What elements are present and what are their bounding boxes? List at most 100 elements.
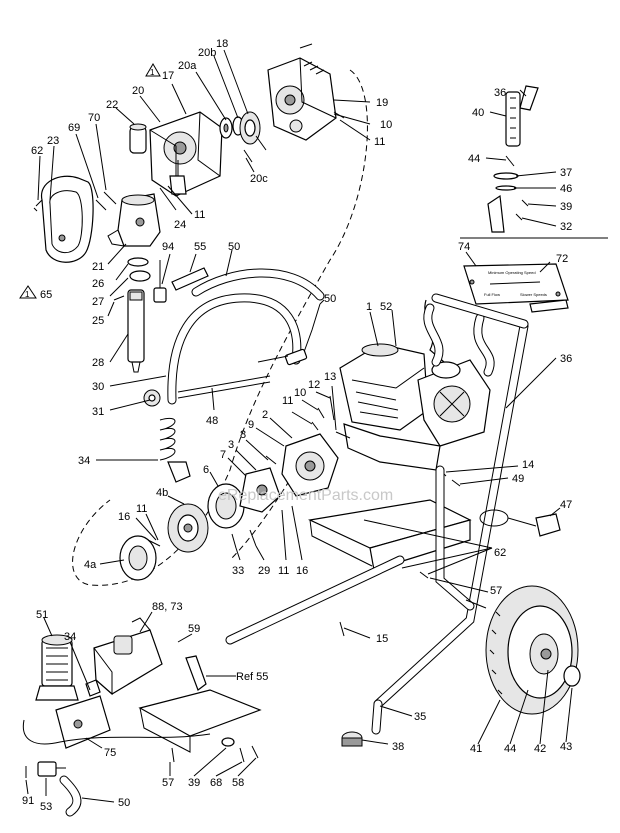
housing-7 — [239, 467, 281, 513]
screw-69 — [95, 199, 107, 211]
screw-10-engine — [317, 407, 325, 419]
gear-housing-20 — [149, 111, 223, 197]
label-28: 28 — [92, 357, 104, 369]
label-33: 33 — [232, 565, 244, 577]
inset-oring-46 — [495, 185, 517, 191]
screw-68 — [239, 747, 245, 763]
hose-30 — [167, 293, 302, 405]
pressure-control-59 — [93, 617, 163, 696]
hub-cap-43 — [563, 665, 581, 687]
screw-62 — [33, 199, 43, 212]
label-88-73: 88, 73 — [152, 601, 183, 613]
screw-29 — [249, 529, 257, 547]
label-1: 1 — [366, 301, 372, 313]
gear-18 — [239, 111, 267, 151]
hose-30-inner — [168, 294, 301, 404]
label-23: 23 — [47, 135, 59, 147]
callout-labels: 62 23 69 70 22 20 17 20a 20b 18 19 10 11… — [22, 38, 572, 813]
label-strip — [529, 299, 569, 313]
label-50-bottom: 50 — [118, 797, 130, 809]
label-31: 31 — [92, 406, 104, 418]
screw-49 — [451, 479, 461, 487]
label-34-bottom: 34 — [64, 631, 76, 643]
pump-group-outline — [72, 69, 368, 586]
fitting-ref55 — [185, 655, 207, 691]
label-47: 47 — [560, 499, 572, 511]
decal-left-caption: Full Flow — [484, 292, 500, 297]
label-43: 43 — [560, 741, 572, 753]
label-11-lower: 11 — [278, 565, 289, 577]
label-11-mid: 11 — [136, 503, 147, 515]
hose-50-right — [303, 303, 321, 353]
pin-25 — [113, 295, 125, 301]
warning-triangle-17: 1 — [145, 63, 161, 77]
label-11-pump: 11 — [282, 395, 293, 407]
label-20: 20 — [132, 85, 144, 97]
bearing-20a — [219, 117, 233, 139]
inset-tube-lower — [487, 194, 505, 233]
inset-tube-36 — [519, 85, 539, 111]
inset-screw-32 — [515, 213, 523, 221]
hose-bottom — [22, 719, 211, 745]
label-39-inset: 39 — [560, 201, 572, 213]
label-6: 6 — [203, 464, 209, 476]
label-16-lower: 16 — [296, 565, 308, 577]
label-65: 65 — [40, 289, 52, 301]
filter-31 — [143, 389, 161, 407]
warning-triangle-65: 1 — [19, 285, 37, 299]
gearbox-19 — [267, 57, 337, 141]
speed-decal-74: Minimum Operating Speed Full Flow Slower… — [463, 263, 569, 305]
label-75: 75 — [104, 747, 116, 759]
label-62: 62 — [31, 145, 43, 157]
label-37: 37 — [560, 167, 572, 179]
label-52: 52 — [380, 301, 392, 313]
label-29: 29 — [258, 565, 270, 577]
inset-screw-39 — [521, 199, 529, 207]
label-55: 55 — [194, 241, 206, 253]
screw-12-engine — [329, 395, 335, 421]
label-25: 25 — [92, 315, 104, 327]
suction-48 — [177, 375, 271, 399]
part-22 — [129, 123, 147, 154]
label-20c: 20c — [250, 173, 268, 185]
label-11-housing: 11 — [194, 209, 205, 221]
screw-70 — [103, 191, 117, 205]
hose-coupling — [257, 348, 308, 366]
label-57-bottom: 57 — [162, 777, 174, 789]
label-2: 2 — [262, 409, 268, 421]
seal-26 — [127, 257, 149, 267]
label-38: 38 — [392, 741, 404, 753]
inset-oring-37 — [493, 172, 519, 180]
label-15: 15 — [376, 633, 388, 645]
label-42: 42 — [534, 743, 546, 755]
label-59: 59 — [188, 623, 200, 635]
label-4a: 4a — [84, 559, 97, 571]
screw-15 — [339, 621, 345, 637]
crank-24 — [169, 160, 187, 195]
label-39-bottom: 39 — [188, 777, 200, 789]
housing-2 — [281, 433, 339, 497]
label-44-wheel: 44 — [504, 743, 516, 755]
warning-mark-17: 1 — [150, 68, 155, 77]
label-50-top: 50 — [228, 241, 240, 253]
cap-38 — [341, 731, 363, 747]
hose-50-top-inner — [192, 269, 324, 300]
screw-16-mid — [147, 539, 161, 547]
label-30: 30 — [92, 381, 104, 393]
decal-right-caption: Slower Speeds — [520, 292, 547, 297]
label-14: 14 — [522, 459, 534, 471]
label-74: 74 — [458, 241, 470, 253]
label-35: 35 — [414, 711, 426, 723]
label-9: 9 — [248, 419, 254, 431]
label-53: 53 — [40, 801, 52, 813]
pin-20c — [243, 149, 253, 163]
label-91: 91 — [22, 795, 34, 807]
coupler-4a — [119, 535, 157, 581]
label-10-top: 10 — [380, 119, 392, 131]
screw-57 — [419, 571, 429, 579]
label-44-inset: 44 — [468, 153, 480, 165]
label-8: 8 — [240, 429, 246, 441]
wheel-41 — [485, 585, 579, 715]
filter-40 — [505, 91, 521, 147]
label-27: 27 — [92, 296, 104, 308]
